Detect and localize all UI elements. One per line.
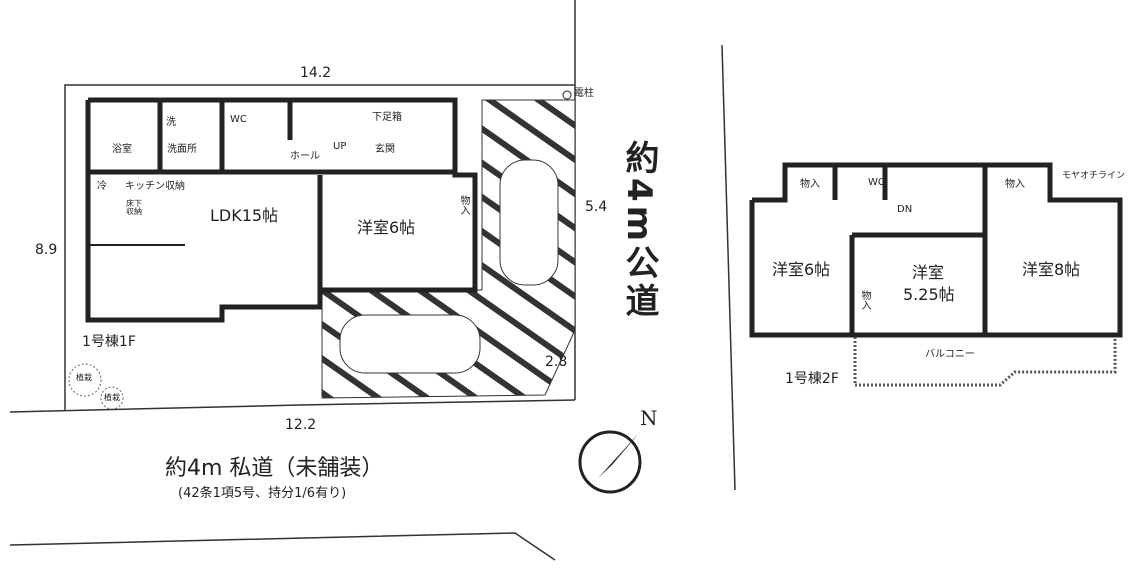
tree-icon xyxy=(68,363,102,397)
shoe-box-label: 下足箱 xyxy=(372,112,402,123)
private-road-note: (42条1項5号、持分1/6有り) xyxy=(178,486,347,501)
lot-boundary xyxy=(9,0,736,561)
utility-pole-label: 電柱 xyxy=(574,88,594,99)
room-hall: ホール xyxy=(290,151,320,162)
floor1-caption: 1号棟1F xyxy=(82,334,136,350)
public-road-label: 約4m公道 xyxy=(619,140,659,322)
closet-label: 物入 xyxy=(1005,179,1025,190)
floor2-walls xyxy=(749,162,1123,338)
dim-top: 14.2 xyxy=(300,65,332,81)
parking-area xyxy=(321,99,576,399)
stairs-down-label: DN xyxy=(897,204,913,215)
room-western-8: 洋室8帖 xyxy=(1022,260,1081,279)
room-western-1f: 洋室6帖 xyxy=(357,218,416,237)
car-icon xyxy=(499,159,559,286)
closet-label: 物入 xyxy=(458,195,469,215)
closet-label: 物入 xyxy=(859,290,870,310)
dim-corner: 2.8 xyxy=(545,354,568,370)
dim-bottom: 12.2 xyxy=(285,417,317,433)
car-icon xyxy=(339,314,481,374)
floor1-walls xyxy=(85,97,478,323)
dim-right: 5.4 xyxy=(585,199,608,215)
kitchen-storage-label: キッチン収納 xyxy=(125,181,185,192)
compass-icon xyxy=(578,430,642,494)
floor2-caption: 1号棟2F xyxy=(785,371,839,387)
closet-label: 物入 xyxy=(800,179,820,190)
floor-storage-label: 床下収納 xyxy=(126,199,142,216)
dim-left: 8.9 xyxy=(35,242,58,258)
room-bath: 浴室 xyxy=(112,144,132,155)
room-wc-2f: WC xyxy=(868,177,885,188)
tree-label: 植栽 xyxy=(76,373,92,382)
fridge-label: 冷 xyxy=(97,181,107,192)
room-entrance: 玄関 xyxy=(375,144,395,155)
room-western-525-size: 5.25帖 xyxy=(903,285,955,304)
room-washroom: 洗面所 xyxy=(167,144,197,155)
balcony xyxy=(853,337,1117,387)
washer-label: 洗 xyxy=(166,117,176,128)
room-wc: WC xyxy=(230,114,247,125)
balcony-label: バルコニー xyxy=(925,349,975,360)
stairs-up-label: UP xyxy=(333,141,347,152)
private-road-label: 約4m 私道（未舗装） xyxy=(165,456,384,481)
tree-icon xyxy=(100,386,124,410)
room-ldk: LDK15帖 xyxy=(210,206,279,225)
compass-north-label: N xyxy=(640,406,658,430)
eave-line-label: モヤオチライン xyxy=(1062,171,1126,181)
utility-pole-icon xyxy=(562,90,572,100)
tree-label: 植栽 xyxy=(104,393,120,402)
room-western-6: 洋室6帖 xyxy=(772,260,831,279)
room-western-525: 洋室 xyxy=(912,263,945,282)
